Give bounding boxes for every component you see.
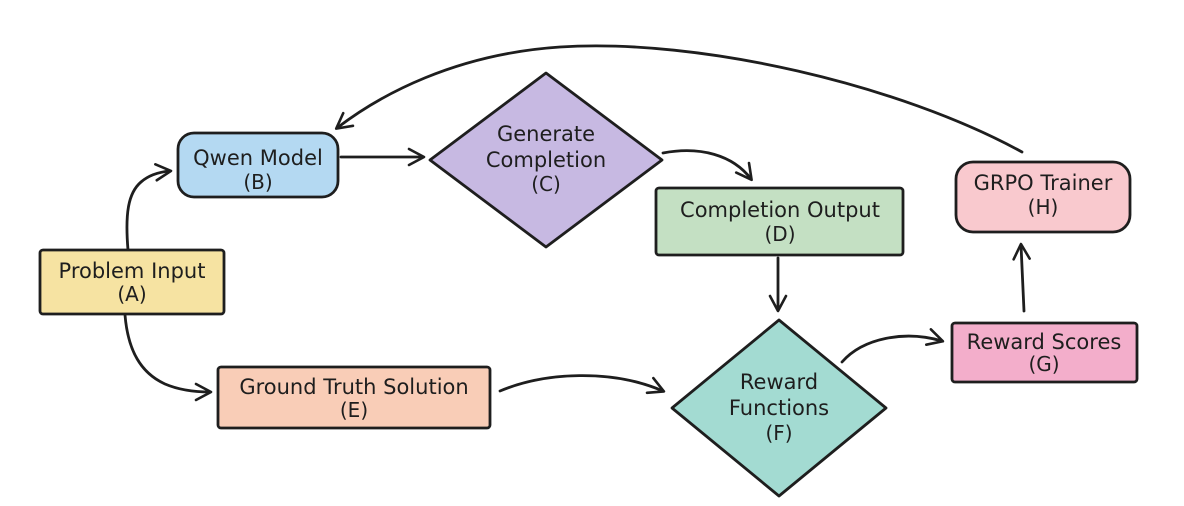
reward-functions-tag: (F) [765,421,792,445]
grpo-trainer-box [954,160,1132,234]
reward-scores-tag: (G) [1028,352,1059,376]
reward-functions-label-line2: Functions [729,396,829,420]
node-reward-scores: Reward Scores (G) [950,321,1139,384]
edge-problem-input-to-qwen-model [125,163,173,252]
node-ground-truth-solution: Ground Truth Solution (E) [216,365,492,430]
completion-output-label: Completion Output [680,198,880,222]
edge-problem-input-to-ground-truth-solution [123,313,213,402]
problem-input-tag: (A) [117,282,146,306]
edge-reward-scores-to-grpo-trainer [1012,242,1031,313]
problem-input-box [38,248,226,316]
reward-functions-label-line1: Reward [740,370,818,394]
reward-scores-label: Reward Scores [967,330,1122,354]
edge-ground-truth-solution-to-reward-functions [498,374,666,395]
node-qwen-model: Qwen Model (B) [176,131,340,199]
ground-truth-solution-tag: (E) [340,398,368,422]
generate-completion-tag: (C) [531,172,561,196]
generate-completion-label-line1: Generate [497,122,595,146]
node-completion-output: Completion Output (D) [654,186,905,257]
problem-input-label: Problem Input [59,259,206,283]
node-problem-input: Problem Input (A) [38,248,226,316]
qwen-model-box [176,131,340,199]
grpo-trainer-label: GRPO Trainer [974,171,1113,195]
edges-layer [123,44,1031,402]
reward-scores-box [950,321,1139,384]
generate-completion-label-line2: Completion [486,148,606,172]
generate-completion-diamond [428,71,664,249]
ground-truth-solution-box [216,365,492,430]
ground-truth-solution-label: Ground Truth Solution [239,375,468,399]
node-reward-functions: Reward Functions (F) [670,318,888,498]
edge-generate-completion-to-completion-output [661,149,753,182]
node-generate-completion: Generate Completion (C) [428,71,664,249]
qwen-model-tag: (B) [243,170,272,194]
qwen-model-label: Qwen Model [193,146,323,170]
node-grpo-trainer: GRPO Trainer (H) [954,160,1132,234]
edge-grpo-trainer-to-qwen-model [334,44,1024,154]
edge-reward-functions-to-reward-scores [840,328,945,364]
completion-output-tag: (D) [764,222,795,246]
reward-functions-diamond [670,318,888,498]
grpo-trainer-tag: (H) [1028,195,1059,219]
completion-output-box [654,186,905,257]
